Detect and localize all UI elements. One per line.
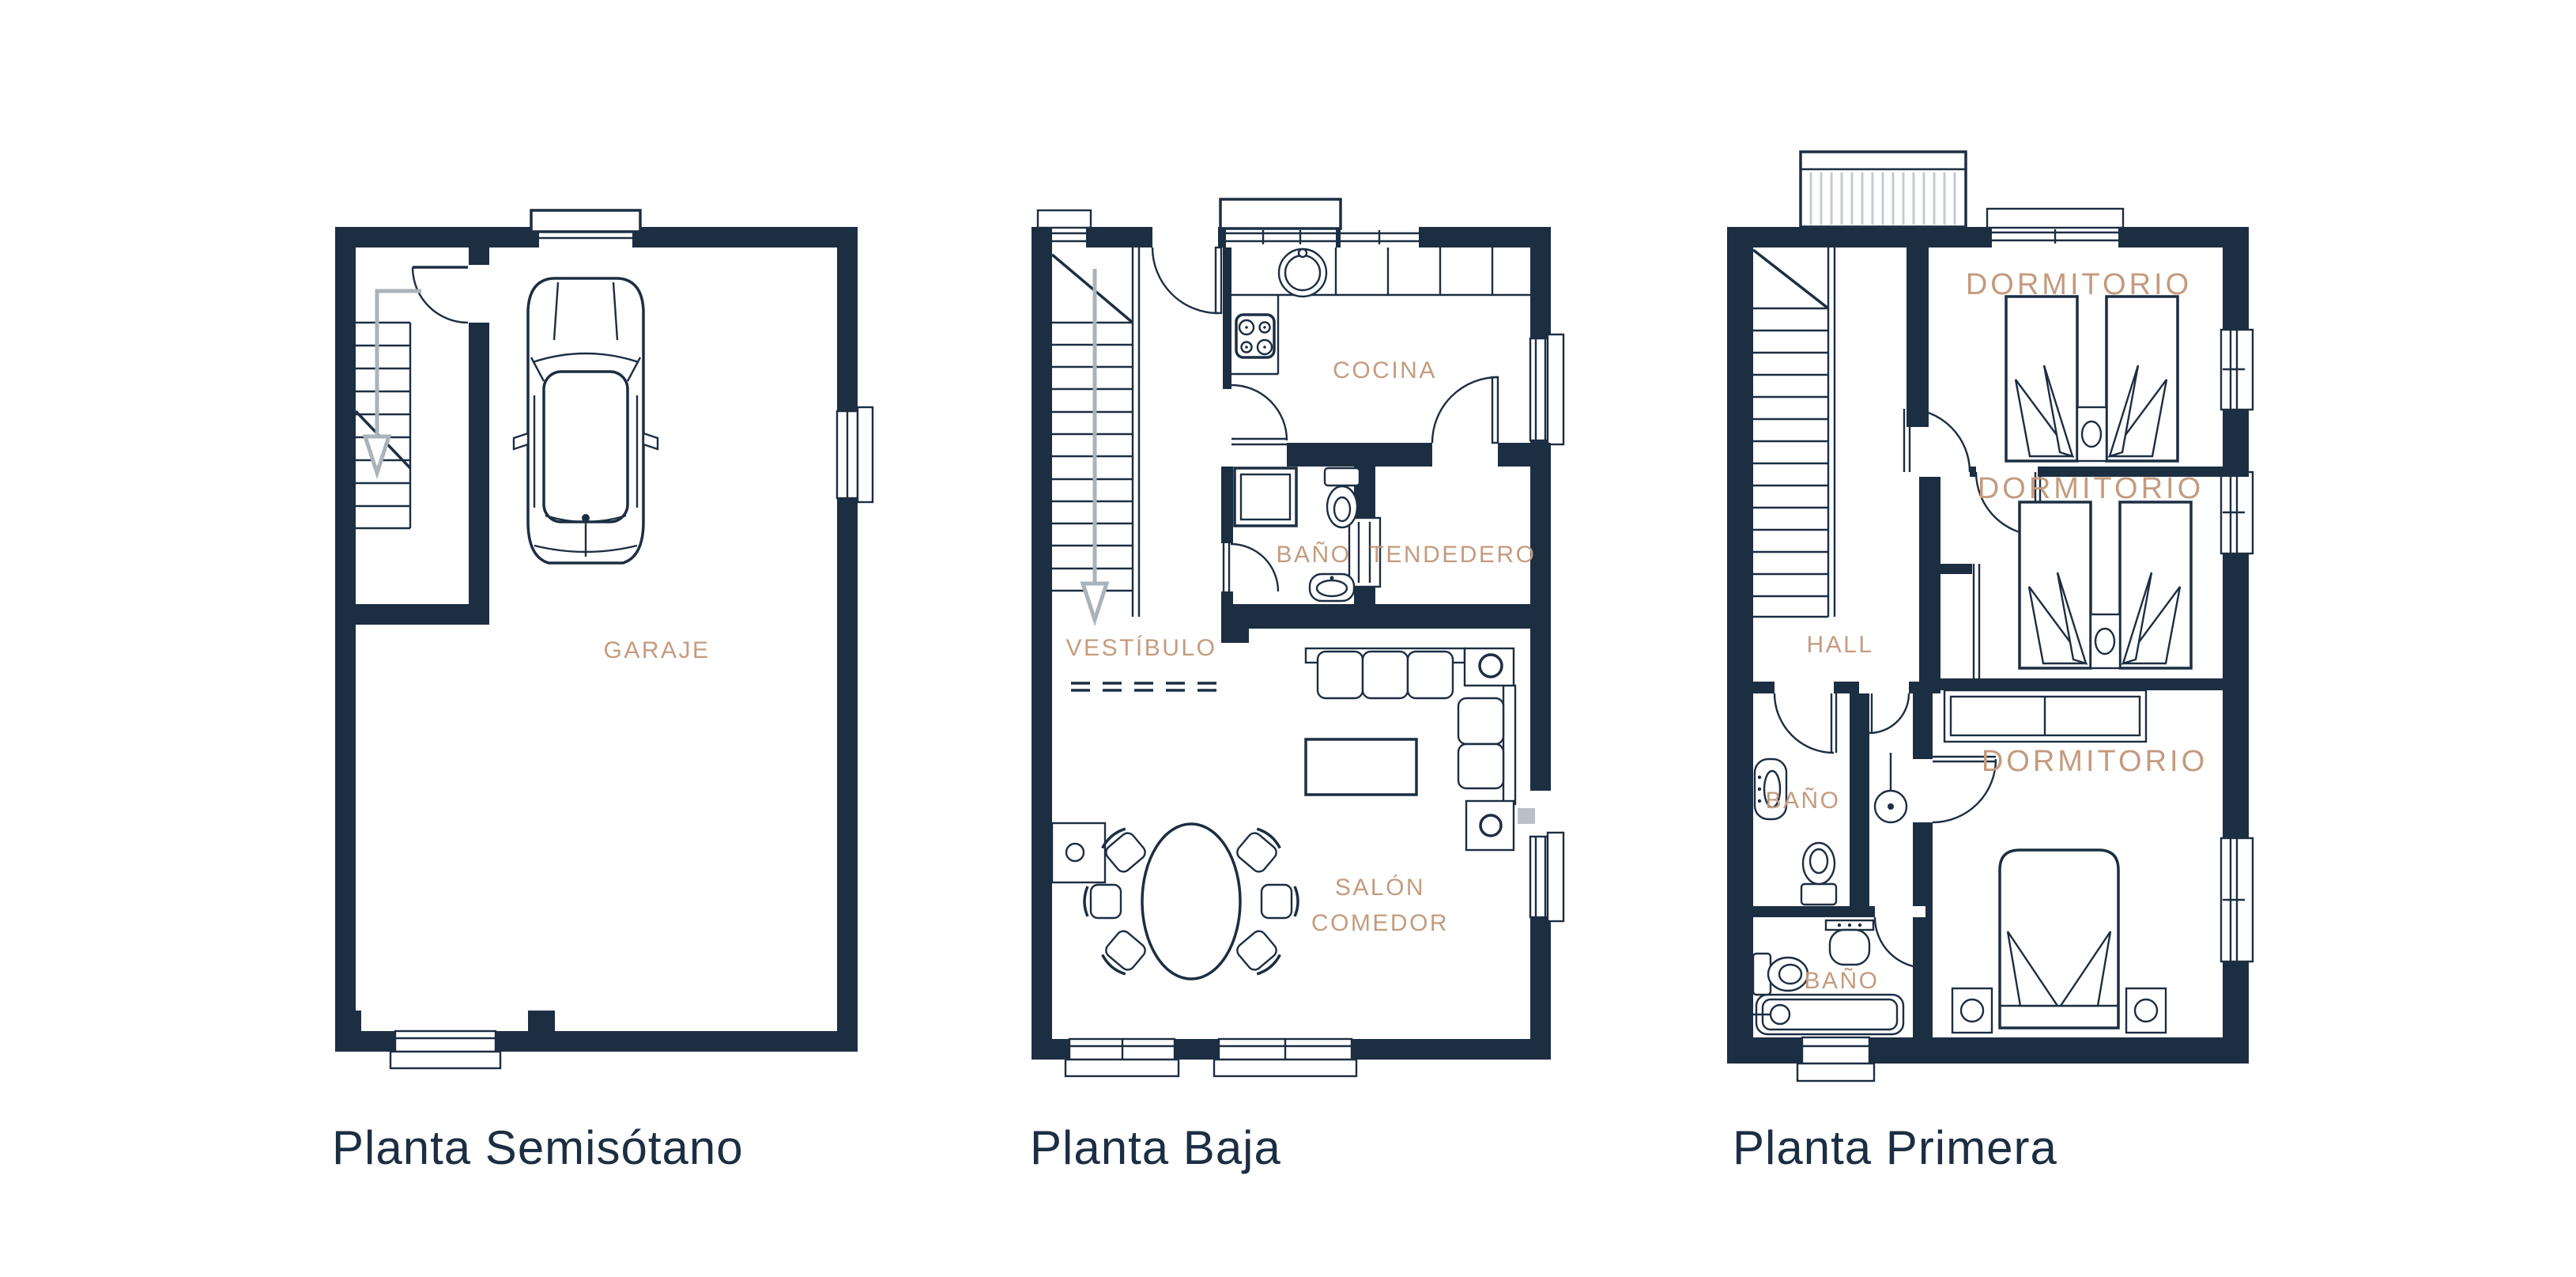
plan2-window-kitchen bbox=[1529, 333, 1565, 446]
stairs-icon bbox=[1050, 247, 1141, 617]
plan3-title: Planta Primera bbox=[1733, 1121, 2057, 1174]
plan1-window-right bbox=[835, 406, 874, 504]
plan-baja: COCINA BAÑO TENDEDERO VESTÍBULO SALÓN CO… bbox=[1030, 198, 1565, 1174]
room-label-laundry: TENDEDERO bbox=[1370, 542, 1537, 568]
toilet-icon bbox=[1800, 841, 1838, 906]
sink-icon bbox=[1753, 758, 1788, 821]
car-icon bbox=[512, 277, 659, 565]
room-label-hall: HALL bbox=[1806, 632, 1873, 658]
kitchen-sink-icon bbox=[1277, 247, 1328, 298]
stairs-icon bbox=[1752, 247, 1836, 618]
plan3-window-bed1 bbox=[2220, 328, 2254, 411]
toilet-icon bbox=[1752, 952, 1809, 996]
plan3-window-bed3 bbox=[2220, 837, 2254, 963]
arrow-down-icon bbox=[1080, 269, 1110, 627]
wardrobe-icon bbox=[1943, 689, 2148, 743]
room-label-bedroom-mid: DORMITORIO bbox=[1978, 472, 2204, 505]
bedroom1-door bbox=[1903, 407, 1971, 473]
bath2-door bbox=[1873, 916, 1928, 969]
plan3-walls bbox=[1727, 227, 2249, 1064]
room-label-living-1: SALÓN bbox=[1335, 875, 1425, 901]
toilet-icon bbox=[1323, 467, 1361, 529]
plan-semisotano: GARAJE Planta Semisótano bbox=[332, 209, 874, 1174]
bed-icon bbox=[2018, 501, 2193, 670]
kitchen-counter bbox=[1231, 247, 1530, 376]
kitchen-door bbox=[1231, 383, 1288, 446]
bed-icon bbox=[2005, 295, 2179, 463]
tv-unit-icon bbox=[1050, 822, 1107, 884]
bed-icon bbox=[1951, 848, 2167, 1034]
garage-door bbox=[530, 209, 642, 240]
arrow-down-icon bbox=[362, 289, 421, 480]
plan1-window-bottom bbox=[389, 1030, 502, 1070]
bath1-door bbox=[1773, 693, 1838, 754]
plan3-window-bottom bbox=[1796, 1036, 1876, 1082]
plan2-title: Planta Baja bbox=[1030, 1121, 1281, 1174]
plan-primera: DORMITORIO DORMITORIO DORMITORIO HALL BA… bbox=[1727, 150, 2254, 1174]
coffee-table-icon bbox=[1304, 738, 1418, 796]
room-label-vestibule: VESTÍBULO bbox=[1066, 635, 1217, 661]
sink-icon bbox=[1824, 919, 1875, 966]
plan2-window-bottom-right bbox=[1213, 1037, 1358, 1078]
bathtub-icon bbox=[1753, 993, 1905, 1036]
shower-icon bbox=[1873, 753, 1908, 824]
stove-icon bbox=[1235, 313, 1276, 359]
plan3-interior-walls bbox=[1753, 247, 2249, 1037]
chair-icon bbox=[1236, 930, 1281, 976]
laundry-door bbox=[1431, 376, 1499, 444]
room-label-bath-mid: BAÑO bbox=[1765, 787, 1840, 814]
room-label-bedroom-top: DORMITORIO bbox=[1966, 268, 2192, 301]
plan2-window-living bbox=[1529, 831, 1565, 923]
chair-icon bbox=[1083, 883, 1122, 920]
chair-icon bbox=[1236, 827, 1281, 873]
bedroom3-door bbox=[1932, 755, 1997, 824]
sliding-window bbox=[1348, 516, 1382, 588]
bath-door bbox=[1222, 542, 1280, 592]
plan2-window-top-left bbox=[1036, 209, 1092, 243]
room-label-kitchen: COCINA bbox=[1333, 357, 1437, 383]
deck-icon bbox=[1799, 150, 1967, 229]
radiator-icon bbox=[1518, 808, 1535, 824]
room-label-garage: GARAJE bbox=[603, 637, 710, 663]
chair-icon bbox=[1101, 930, 1146, 976]
vestibule-threshold bbox=[1071, 682, 1217, 692]
room-label-living-2: COMEDOR bbox=[1311, 910, 1449, 936]
shower-room-door bbox=[1865, 693, 1910, 735]
shower-tray-icon bbox=[1233, 467, 1298, 527]
room-label-bedroom-bottom: DORMITORIO bbox=[1982, 745, 2208, 778]
chair-icon bbox=[1101, 827, 1146, 873]
plan2-window-top-right bbox=[1341, 230, 1419, 244]
room-label-bath: BAÑO bbox=[1276, 541, 1351, 568]
chair-icon bbox=[1260, 883, 1299, 920]
entrance-door bbox=[1151, 246, 1223, 315]
sink-icon bbox=[1308, 572, 1356, 603]
room-label-bath-bottom: BAÑO bbox=[1804, 967, 1879, 994]
plan1-door bbox=[411, 266, 469, 324]
plan3-window-bed2 bbox=[2220, 470, 2254, 555]
sofa-icon bbox=[1304, 647, 1517, 806]
plan3-window-top bbox=[1986, 207, 2125, 244]
plan2-bay-window bbox=[1219, 198, 1342, 244]
side-table-lamp-icon bbox=[1463, 647, 1515, 852]
dining-table-icon bbox=[1083, 822, 1299, 980]
stairs-icon bbox=[354, 321, 412, 530]
plan1-title: Planta Semisótano bbox=[332, 1121, 744, 1174]
plan2-window-bottom-left bbox=[1064, 1037, 1180, 1078]
plan1-walls bbox=[335, 227, 858, 1052]
